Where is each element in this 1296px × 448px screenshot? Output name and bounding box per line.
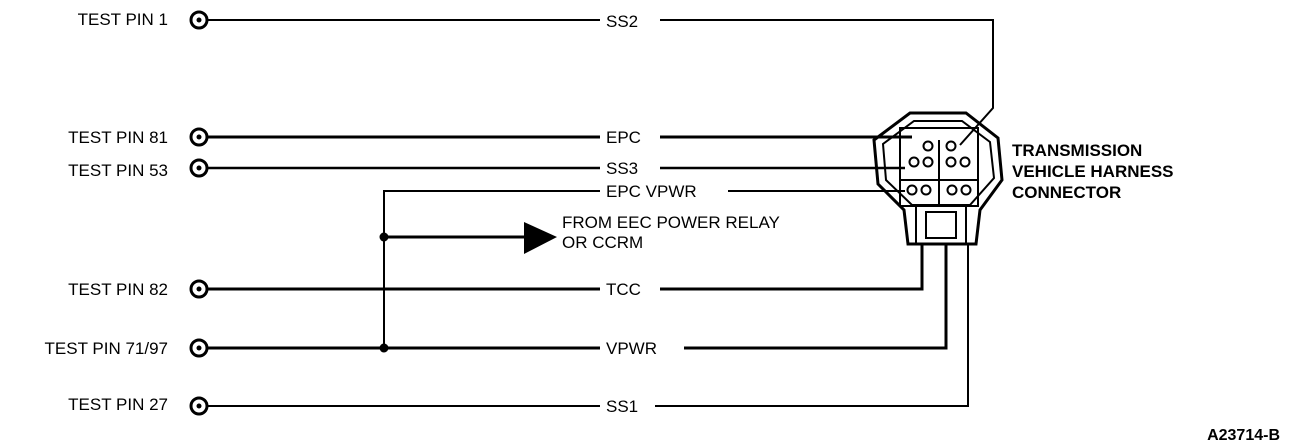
pin-label-53: TEST PIN 53 [68,161,168,180]
pin-terminal-dots [196,17,202,409]
wire-epc-vpwr [383,190,905,348]
signal-label-tcc: TCC [606,280,641,299]
pin-label-27: TEST PIN 27 [68,395,168,414]
pin-terminals [189,10,209,416]
harness-connector [872,111,1004,246]
connector-cavities [906,140,972,196]
connector-label-line2: VEHICLE HARNESS [1012,162,1174,181]
signal-label-ss3: SS3 [606,159,638,178]
splice-dot-upper [379,232,389,242]
wire-ss2 [207,19,994,146]
pin-label-81: TEST PIN 81 [68,128,168,147]
wire-vpwr [207,244,948,350]
signal-label-epc: EPC [606,128,641,147]
wires [207,19,994,407]
connector-label-line3: CONNECTOR [1012,183,1121,202]
signal-label-ss2: SS2 [606,12,638,31]
connector-outer-shell [872,111,1004,246]
arrow-icon [524,222,557,254]
signal-label-epc-vpwr: EPC VPWR [606,182,697,201]
figure-id: A23714-B [1207,427,1280,444]
signal-label-vpwr: VPWR [606,339,657,358]
wire-ss1 [207,244,969,407]
power-note-line2: OR CCRM [562,233,643,252]
wire-tcc [207,244,924,291]
connector-shroud [915,205,967,245]
signal-label-ss1: SS1 [606,397,638,416]
pin-label-1: TEST PIN 1 [78,10,168,29]
splice-dot-lower [379,343,389,353]
power-note-line1: FROM EEC POWER RELAY [562,213,780,232]
pin-label-82: TEST PIN 82 [68,280,168,299]
pin-label-71-97: TEST PIN 71/97 [45,339,168,358]
connector-label-line1: TRANSMISSION [1012,141,1142,160]
